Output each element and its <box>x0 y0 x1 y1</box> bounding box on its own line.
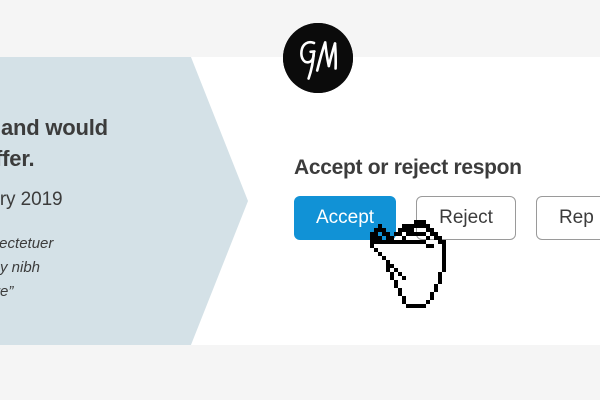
gm-monogram-logo[interactable] <box>283 23 353 93</box>
page-bottom-area <box>0 345 600 400</box>
reply-button[interactable]: Rep <box>535 196 600 240</box>
accept-button[interactable]: Accept <box>294 196 397 240</box>
testimonial-heading: …d and would …offer. <box>0 115 108 171</box>
reject-button[interactable]: Reject <box>416 196 516 240</box>
response-section-heading: Accept or reject respon <box>294 156 522 179</box>
response-section: Accept or reject respon Accept Reject Re… <box>294 155 600 240</box>
testimonial-arrow-panel: …d and would …offer. …uary 2019 …onsecte… <box>0 57 248 345</box>
testimonial-date: …uary 2019 <box>0 189 63 210</box>
response-button-row: Accept Reject Rep <box>294 196 600 240</box>
testimonial-body: …onsectetuer …mmy nibh …olore” <box>0 235 54 300</box>
